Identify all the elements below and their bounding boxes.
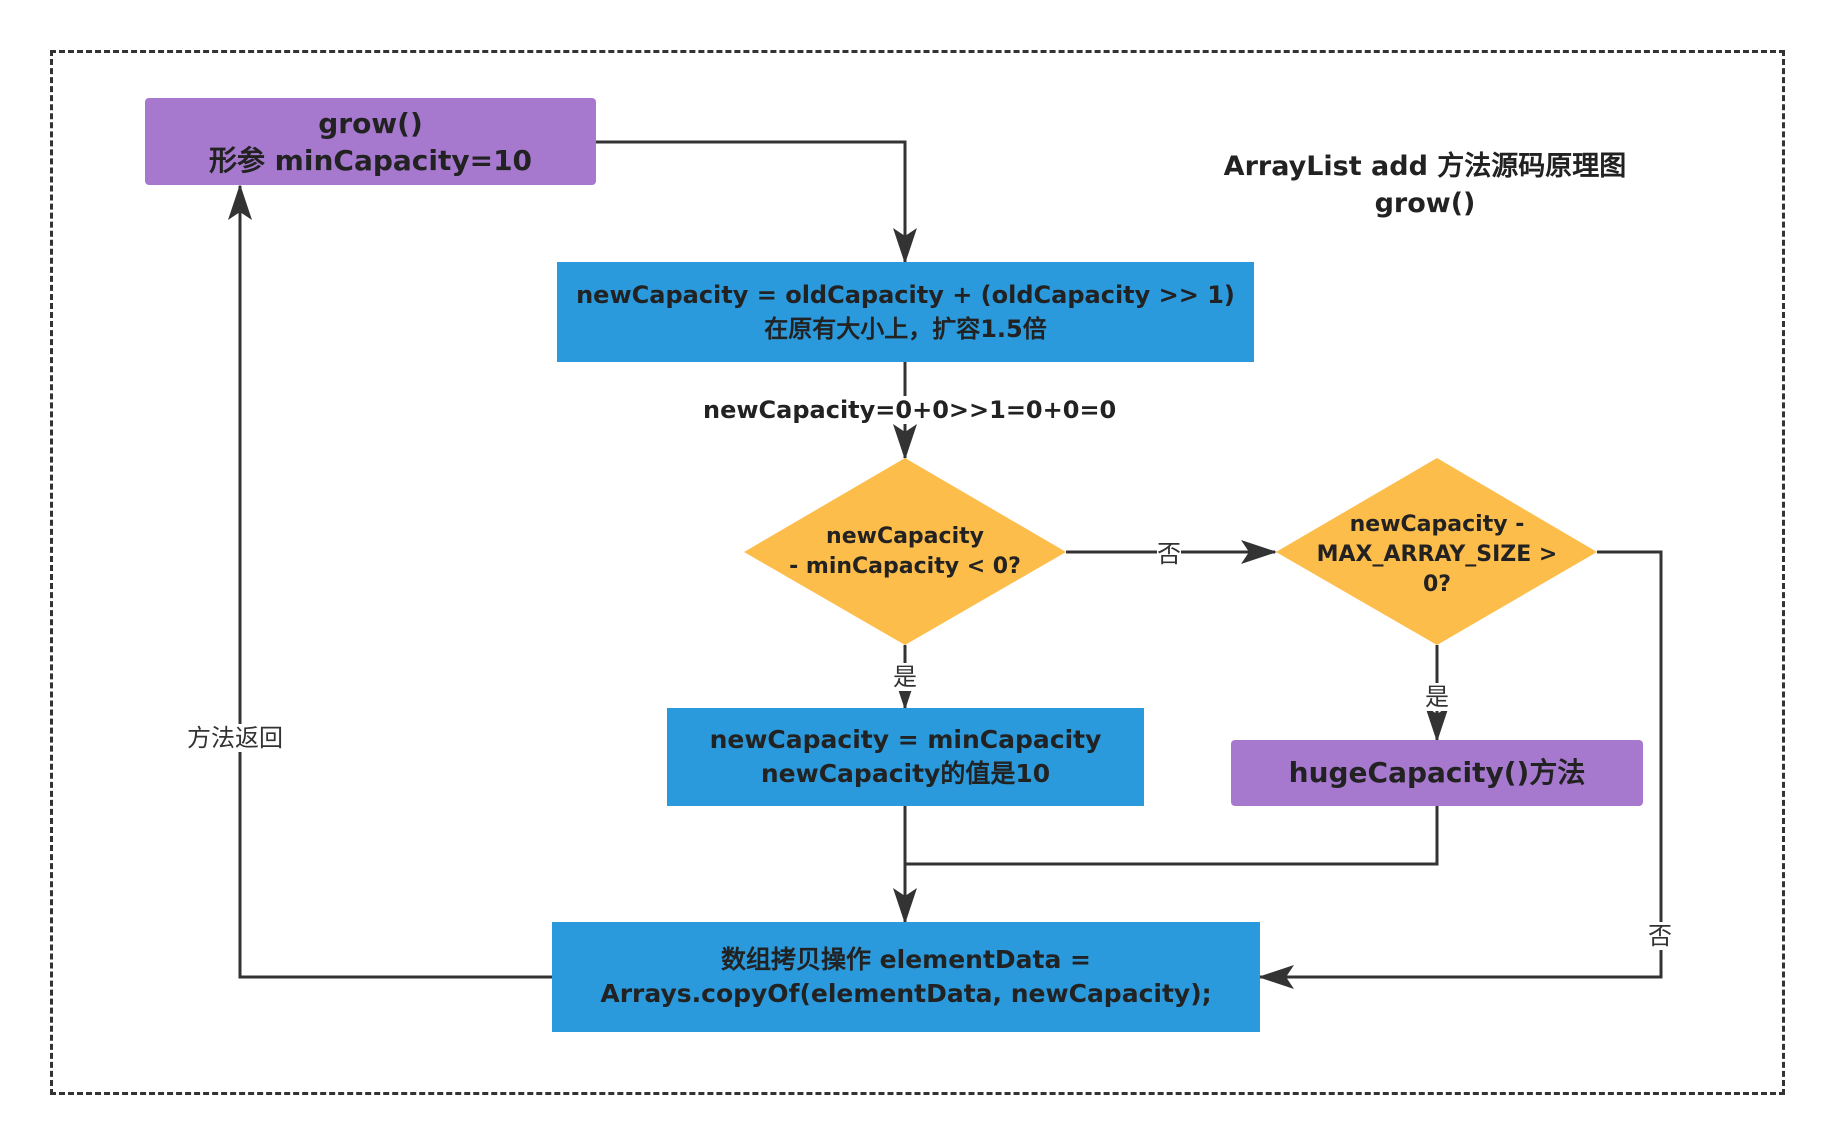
- edge-copy-to-grow: [228, 184, 552, 979]
- assign-node-line-2: newCapacity的值是10: [760, 759, 1051, 788]
- decision-max-node[interactable]: newCapacity - MAX_ARRAY_SIZE > 0?: [1302, 508, 1572, 602]
- assign-node-line-1: newCapacity = minCapacity: [709, 725, 1102, 754]
- grow-node[interactable]: grow() 形参 minCapacity=10: [145, 98, 596, 185]
- edge-label-yes-2: 是: [1425, 683, 1449, 711]
- dashed-frame: [50, 50, 1785, 1095]
- decision-max-line-3: 0?: [1422, 572, 1452, 597]
- assign-min-capacity-node[interactable]: newCapacity = minCapacity newCapacity的值是…: [667, 708, 1144, 806]
- copy-node-line-2: Arrays.copyOf(elementData, newCapacity);: [600, 979, 1212, 1008]
- decision-min-node[interactable]: newCapacity - minCapacity < 0?: [770, 505, 1040, 599]
- edge-huge-to-copy: [905, 806, 1439, 866]
- decision-min-line-1: newCapacity: [826, 524, 984, 549]
- edge-label-yes-1: 是: [893, 663, 917, 691]
- title-line-1: ArrayList add 方法源码原理图: [1223, 151, 1627, 182]
- copy-node-line-1: 数组拷贝操作 elementData =: [720, 945, 1092, 974]
- decision-max-line-2: MAX_ARRAY_SIZE >: [1316, 542, 1558, 567]
- decision-max-shape: [1276, 458, 1597, 645]
- edge-label-no-2: 否: [1648, 922, 1672, 950]
- decision-min-shape: [744, 458, 1066, 645]
- decision-max-line-1: newCapacity -: [1349, 512, 1525, 537]
- new-capacity-calc-node[interactable]: newCapacity = oldCapacity + (oldCapacity…: [557, 262, 1254, 362]
- calc-node-line-1: newCapacity = oldCapacity + (oldCapacity…: [576, 281, 1235, 309]
- diagram-title: ArrayList add 方法源码原理图 grow(): [1180, 148, 1670, 222]
- calc-node-line-2: 在原有大小上，扩容1.5倍: [764, 315, 1047, 343]
- huge-node-line-1: hugeCapacity()方法: [1288, 756, 1586, 789]
- calc-result-label: newCapacity=0+0>>1=0+0=0: [703, 396, 1117, 424]
- edge-label-method-return: 方法返回: [187, 724, 283, 752]
- grow-node-line-1: grow(): [318, 106, 423, 140]
- title-line-2: grow(): [1374, 188, 1476, 219]
- decision-min-line-2: - minCapacity < 0?: [789, 554, 1021, 579]
- edge-label-no-1: 否: [1157, 540, 1181, 568]
- huge-capacity-node[interactable]: hugeCapacity()方法: [1231, 740, 1643, 806]
- edge-grow-to-calc: [596, 140, 917, 264]
- grow-node-line-2: 形参 minCapacity=10: [208, 143, 533, 177]
- array-copy-node[interactable]: 数组拷贝操作 elementData = Arrays.copyOf(eleme…: [552, 922, 1260, 1032]
- edge-decision-max-to-copy: [1258, 550, 1663, 989]
